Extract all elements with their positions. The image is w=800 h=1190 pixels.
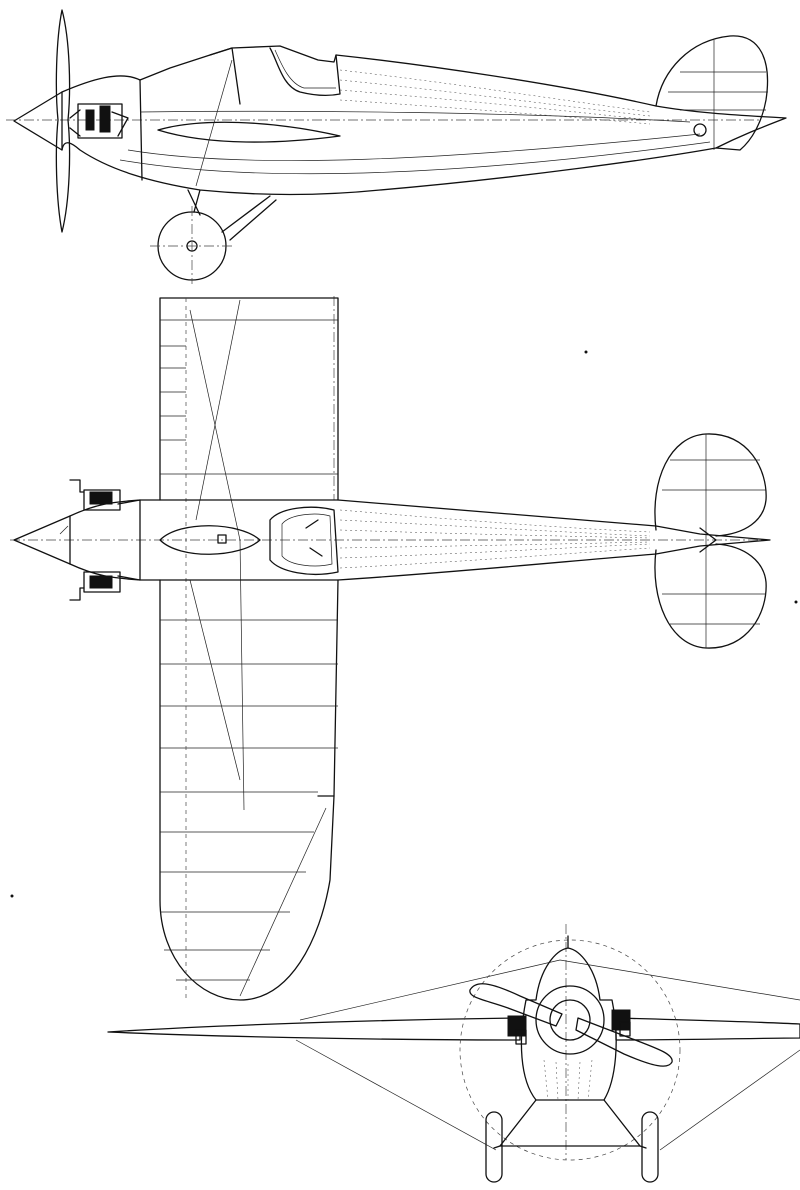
top-view	[10, 296, 771, 1001]
wheel-icon	[150, 206, 234, 284]
propeller-icon	[469, 983, 563, 1027]
spinner-plan	[13, 515, 71, 565]
wing-upper-plan	[159, 297, 339, 501]
wing-front-right	[615, 1017, 800, 1041]
tailplane-upper	[654, 433, 767, 537]
wheel-icon	[485, 1111, 659, 1183]
spinner-front	[549, 999, 591, 1041]
bracing-wires	[295, 959, 800, 1151]
fuselage-plan-outline	[117, 499, 771, 581]
undercarriage-strut	[187, 189, 277, 241]
tail-skid-fitting	[693, 123, 707, 137]
cockpit-side	[269, 47, 341, 96]
wing-lower-plan	[159, 579, 339, 1001]
tailplane-lower	[654, 543, 767, 649]
wing-ribs	[160, 319, 338, 981]
wing-front-left	[107, 1017, 521, 1041]
front-view	[107, 924, 800, 1183]
side-view	[6, 9, 787, 284]
engine-icon	[507, 1009, 631, 1045]
undercarriage-front	[499, 1099, 641, 1147]
spinner	[13, 91, 63, 151]
fin-rudder-side	[655, 35, 769, 151]
fuselage-side-outline	[61, 45, 787, 196]
engine-icon	[69, 479, 121, 601]
propeller-disc	[459, 939, 681, 1161]
engine-icon	[69, 103, 129, 139]
cockpit-icon	[269, 506, 339, 575]
wing-root-fairing	[157, 121, 341, 143]
propeller-icon	[55, 9, 71, 233]
